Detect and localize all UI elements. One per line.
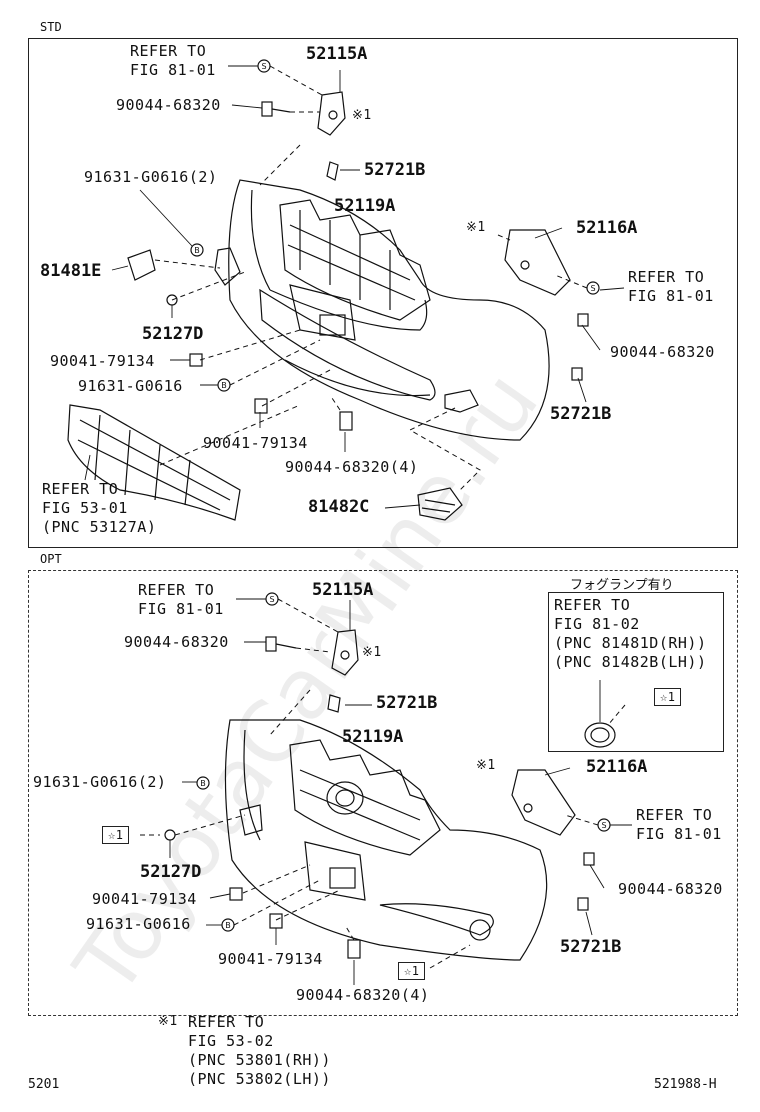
std-part-52119a: 52119A: [334, 196, 396, 216]
std-part-90044-68320-right: 90044-68320: [610, 343, 715, 361]
s-marker-icon: S: [261, 62, 266, 71]
opt-part-52115a: 52115A: [312, 580, 374, 600]
opt-bracket-52116a: [511, 769, 576, 836]
opt-part-90044-68320-upper: 90044-68320: [124, 633, 229, 651]
std-part-90041-79134-left: 90041-79134: [50, 352, 155, 370]
std-frame: [28, 38, 738, 548]
s-marker-icon: S: [590, 284, 595, 293]
opt-bumper-cover: [224, 719, 548, 961]
std-bracket-52115a: [317, 91, 346, 136]
std-part-52127d: 52127D: [142, 324, 204, 344]
std-fog-cover: [444, 389, 479, 413]
s-marker-icon: S: [269, 595, 274, 604]
opt-part-52127d: 52127D: [140, 862, 202, 882]
opt-bracket-52115a: [331, 629, 359, 676]
std-part-52721b-upper: 52721B: [364, 160, 426, 180]
s-marker-icon: S: [601, 821, 606, 830]
opt-part-91631-g0616: 91631-G0616: [86, 915, 191, 933]
opt-section-label: OPT: [40, 552, 62, 566]
std-81482c-part: [417, 487, 463, 521]
std-part-90044-68320-upper: 90044-68320: [116, 96, 221, 114]
std-upper-grille: [279, 199, 431, 321]
foglamp-star-1: ☆1: [654, 688, 682, 706]
std-part-91631-g0616-2: 91631-G0616(2): [84, 168, 218, 186]
std-bumper-cover: [228, 179, 550, 441]
opt-part-91631-g0616-2: 91631-G0616(2): [33, 773, 167, 791]
std-refer-fig-53-01: REFER TO FIG 53-01 (PNC 53127A): [42, 480, 157, 536]
opt-mark-1-upper: ※1: [362, 645, 382, 660]
std-lower-grille: [67, 404, 241, 521]
b-marker-icon: B: [194, 246, 200, 255]
opt-mark-1-right: ※1: [476, 758, 496, 773]
opt-part-52119a: 52119A: [342, 727, 404, 747]
std-81481e-part: [127, 249, 156, 281]
footnote-mark: ※1: [158, 1014, 178, 1029]
opt-frame: [28, 570, 738, 1016]
std-refer-fig-81-01-right: REFER TO FIG 81-01: [628, 268, 714, 305]
foglamp-refer-text: REFER TO FIG 81-02 (PNC 81481D(RH)) (PNC…: [554, 596, 707, 671]
opt-part-52721b-lower: 52721B: [560, 937, 622, 957]
foglamp-box: [548, 592, 724, 752]
std-part-52116a: 52116A: [576, 218, 638, 238]
opt-refer-fig-81-01-right: REFER TO FIG 81-01: [636, 806, 722, 843]
std-part-52115a: 52115A: [306, 44, 368, 64]
opt-part-90041-79134-mid: 90041-79134: [218, 950, 323, 968]
footer-code: 521988-H: [654, 1077, 717, 1092]
std-license-bracket: [289, 284, 356, 341]
std-section-label: STD: [40, 20, 62, 34]
opt-star-1-left: ☆1: [102, 826, 130, 844]
std-part-81481e: 81481E: [40, 261, 102, 281]
opt-part-90044-68320-4: 90044-68320(4): [296, 986, 430, 1004]
std-part-52721b-lower: 52721B: [550, 404, 612, 424]
opt-part-52116a: 52116A: [586, 757, 648, 777]
opt-star-1-lower: ☆1: [398, 962, 426, 980]
std-part-91631-g0616: 91631-G0616: [78, 377, 183, 395]
opt-part-90044-68320-right: 90044-68320: [618, 880, 723, 898]
opt-upper-grille: [289, 739, 441, 856]
opt-license-bracket: [304, 841, 366, 901]
foglamp-box-title: フォグランプ有り: [570, 578, 674, 593]
std-part-90041-79134-mid: 90041-79134: [203, 434, 308, 452]
std-part-90044-68320-4: 90044-68320(4): [285, 458, 419, 476]
opt-refer-fig-81-01-label: REFER TO FIG 81-01: [138, 581, 224, 618]
b-marker-icon: B: [225, 921, 231, 930]
opt-part-52721b-upper: 52721B: [376, 693, 438, 713]
std-part-81482c: 81482C: [308, 497, 370, 517]
std-refer-fig-81-01-label: REFER TO FIG 81-01: [130, 42, 216, 79]
std-mark-1-right: ※1: [466, 220, 486, 235]
std-mark-1-upper: ※1: [352, 108, 372, 123]
std-bracket-52116a: [504, 229, 571, 296]
footnote-text: REFER TO FIG 53-02 (PNC 53801(RH)) (PNC …: [188, 1013, 331, 1088]
fog-lamp: [584, 722, 616, 748]
b-marker-icon: B: [200, 779, 206, 788]
b-marker-icon: B: [221, 381, 227, 390]
opt-part-90041-79134-left: 90041-79134: [92, 890, 197, 908]
footer-page-number: 5201: [28, 1077, 60, 1092]
